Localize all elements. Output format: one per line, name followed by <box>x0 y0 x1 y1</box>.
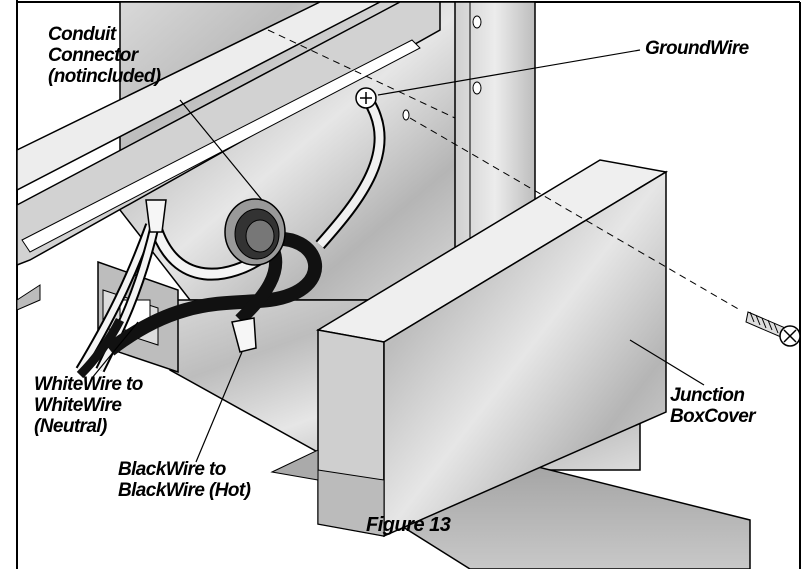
label-white-wire-line-1: WhiteWire to <box>34 374 143 395</box>
label-conduit-connector: Conduit Connector (notincluded) <box>48 24 161 87</box>
label-ground-wire-text: GroundWire <box>645 38 749 59</box>
junction-box-cover <box>270 159 669 538</box>
figure-caption: Figure 13 <box>366 514 451 536</box>
wire-nuts <box>145 199 257 353</box>
label-conduit-connector-line-3: (notincluded) <box>48 66 161 87</box>
label-conduit-connector-line-2: Connector <box>48 45 138 66</box>
label-junction-box-cover-line-2: BoxCover <box>670 406 756 427</box>
label-conduit-connector-line-1: Conduit <box>48 24 116 45</box>
label-junction-box-cover: Junction BoxCover <box>670 385 756 427</box>
label-black-wire: BlackWire to BlackWire (Hot) <box>118 459 251 501</box>
conduit-connector <box>224 198 286 266</box>
label-junction-box-cover-line-1: Junction <box>670 385 745 406</box>
label-ground-wire: GroundWire <box>645 38 749 59</box>
alignment-lines <box>267 29 741 311</box>
label-black-wire-line-1: BlackWire to <box>118 459 226 480</box>
mounting-screw <box>745 311 801 347</box>
leader-lines <box>91 49 705 463</box>
label-white-wire: WhiteWire to WhiteWire (Neutral) <box>34 374 143 437</box>
frame-rails <box>16 1 441 311</box>
label-white-wire-line-2: WhiteWire <box>34 395 122 416</box>
ground-screw <box>355 87 377 109</box>
label-black-wire-line-2: BlackWire (Hot) <box>118 480 251 501</box>
label-white-wire-line-3: (Neutral) <box>34 416 107 437</box>
